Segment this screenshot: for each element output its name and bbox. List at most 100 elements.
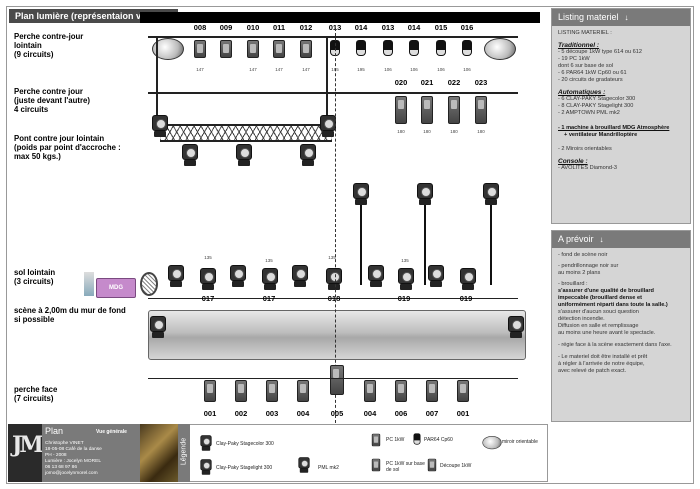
- label-front: perche face(7 circuits): [14, 385, 58, 403]
- fixture-stagecolor: [292, 265, 308, 287]
- prevoir-header: A prévoir↓: [552, 231, 690, 248]
- prevoir-panel: A prévoir↓ - fond de scène noir - pendri…: [551, 230, 691, 422]
- legend-mirror-icon: [480, 434, 504, 451]
- fixture-decoupe: [330, 365, 344, 395]
- fixture-tag: 135: [401, 258, 409, 263]
- fixture-decoupe: [475, 96, 487, 124]
- legend-pml-icon: [298, 457, 310, 473]
- fixture-pml: [508, 316, 524, 338]
- fixture-tag: 135: [265, 258, 273, 263]
- fixture-pc: [266, 380, 278, 402]
- fixture-stagecolor: [300, 144, 316, 166]
- fixture-decoupe: [395, 96, 407, 124]
- legend-item: PML mk2: [318, 465, 339, 471]
- legend-item: Clay-Paky Stagelight 300: [216, 465, 273, 471]
- legend-decoupe-icon: [427, 458, 437, 472]
- fixture-stagecolor: [326, 268, 342, 290]
- circuit-number: 017: [262, 294, 276, 303]
- circuit-number: 014: [407, 23, 421, 32]
- logo: JM: [8, 424, 42, 482]
- fixture-stagelight-stand: [483, 183, 499, 205]
- legend-par64-icon: [413, 433, 421, 445]
- legend-stagecolor-icon: [200, 435, 212, 451]
- listing-panel: Listing materiel↓ LISTING MATERIEL : Tra…: [551, 8, 691, 224]
- fixture-tag: 106: [410, 67, 418, 72]
- circuit-number: 016: [460, 23, 474, 32]
- circuit-number: 015: [434, 23, 448, 32]
- fixture-tag: 180: [450, 129, 458, 134]
- circuit-number: 001: [203, 409, 217, 418]
- circuit-number: 010: [246, 23, 260, 32]
- circuit-number: 017: [201, 294, 215, 303]
- truss: [160, 124, 332, 142]
- fixture-tag: 147: [249, 67, 257, 72]
- fixture-par64: [462, 40, 472, 56]
- fixture-pc: [204, 380, 216, 402]
- legend-pc-icon: [371, 433, 381, 447]
- stage: [148, 310, 526, 360]
- fixture-pc: [194, 40, 206, 58]
- circuit-number: 004: [363, 409, 377, 418]
- label-back-bar-2: Perche contre jour(juste devant l'autre)…: [14, 87, 90, 114]
- fixture-stagecolor: [460, 268, 476, 290]
- fixture-tag: 106: [437, 67, 445, 72]
- photo: [140, 424, 178, 482]
- circuit-number: 019: [459, 294, 473, 303]
- header-bar: [140, 12, 540, 23]
- center-axis: [335, 28, 336, 423]
- fixture-stagelight: [152, 115, 168, 137]
- fixture-pc: [364, 380, 376, 402]
- fixture-pc: [220, 40, 232, 58]
- fixture-pc: [300, 40, 312, 58]
- circuit-number: 020: [394, 78, 408, 87]
- fan-icon: [140, 272, 158, 296]
- back-bar-pipe: [148, 36, 518, 38]
- fixture-pc: [297, 380, 309, 402]
- legend-item: Découpe 1kW: [440, 463, 472, 469]
- circuit-number: 018: [327, 294, 341, 303]
- circuit-number: 021: [420, 78, 434, 87]
- fixture-par64: [409, 40, 419, 56]
- legend-item: PAR64 Cp60: [424, 437, 453, 443]
- fixture-tag: 106: [463, 67, 471, 72]
- fixture-tag: 147: [275, 67, 283, 72]
- stand: [424, 205, 426, 285]
- circuit-number: 009: [219, 23, 233, 32]
- fixture-tag: 180: [397, 129, 405, 134]
- fixture-tag: 135: [328, 255, 336, 260]
- fixture-stagelight: [320, 115, 336, 137]
- legend-item: PC 1kW sur base de sol: [386, 461, 425, 473]
- circuit-number: 013: [381, 23, 395, 32]
- legend-item: PC 1kW: [386, 437, 405, 443]
- fixture-pc: [457, 380, 469, 402]
- legend-tab: Légende: [178, 424, 190, 482]
- credits: Christophe VINET 18-05-08 Café de la dan…: [45, 441, 102, 476]
- mirror-icon: [484, 38, 516, 60]
- fixture-stagecolor: [398, 268, 414, 290]
- mirror-left: [148, 34, 188, 62]
- truss-hanging-line: [326, 38, 328, 124]
- legend-item: miroir orientable: [502, 439, 538, 445]
- front-bar-pipe: [148, 378, 518, 379]
- floor-line: [148, 298, 518, 299]
- legend-pc-base-icon: [371, 458, 381, 472]
- page-frame: [6, 6, 694, 484]
- fixture-stagecolor: [168, 265, 184, 287]
- plan-view-label: Vue générale: [96, 429, 127, 435]
- fixture-stagecolor: [200, 268, 216, 290]
- fixture-par64: [356, 40, 366, 56]
- fixture-stagecolor: [182, 144, 198, 166]
- label-truss: Pont contre jour lointain(poids par poin…: [14, 134, 121, 161]
- circuit-number: 003: [265, 409, 279, 418]
- fixture-tag: 180: [477, 129, 485, 134]
- circuit-number: 007: [425, 409, 439, 418]
- truss-hanging-line: [156, 38, 158, 124]
- fixture-decoupe: [448, 96, 460, 124]
- fixture-tag: 195: [357, 67, 365, 72]
- label-floor: sol lointain(3 circuits): [14, 268, 56, 286]
- fixture-tag: 195: [331, 67, 339, 72]
- arrow-down-icon: ↓: [599, 235, 604, 244]
- circuit-number: 002: [234, 409, 248, 418]
- plan-label: Plan: [45, 426, 64, 436]
